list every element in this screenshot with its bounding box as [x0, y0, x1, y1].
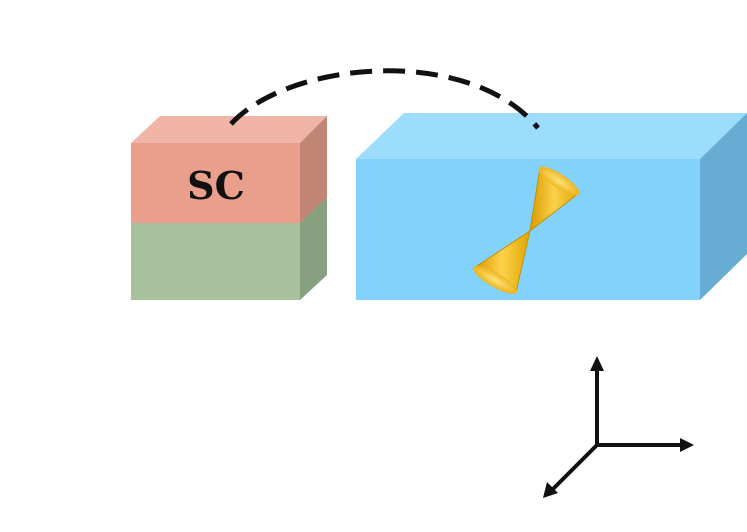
coupling-arc — [229, 68, 540, 130]
coordinate-axes — [543, 356, 694, 498]
axis-right-arrowhead — [680, 438, 694, 452]
superconductor-block: SC — [131, 116, 327, 300]
material-block-front-face — [356, 159, 700, 300]
axis-up-arrowhead — [590, 356, 604, 371]
dirac-cone-upper-opening — [538, 166, 580, 196]
material-block — [356, 113, 747, 300]
axis-diagonal-arrowhead — [543, 482, 558, 498]
axis-diagonal-arrow — [549, 443, 599, 493]
material-block-side-face — [700, 113, 747, 300]
sc-layer-front — [131, 143, 300, 223]
material-block-top-face — [356, 113, 747, 159]
substrate-layer-front — [131, 223, 300, 300]
sc-block-side-upper — [300, 116, 327, 223]
dirac-cone-icon — [473, 166, 580, 294]
sc-block-top-face — [131, 116, 327, 143]
sc-block-side-lower — [300, 197, 327, 300]
dirac-cone-lower-opening — [473, 266, 517, 294]
sc-label: SC — [187, 163, 245, 208]
